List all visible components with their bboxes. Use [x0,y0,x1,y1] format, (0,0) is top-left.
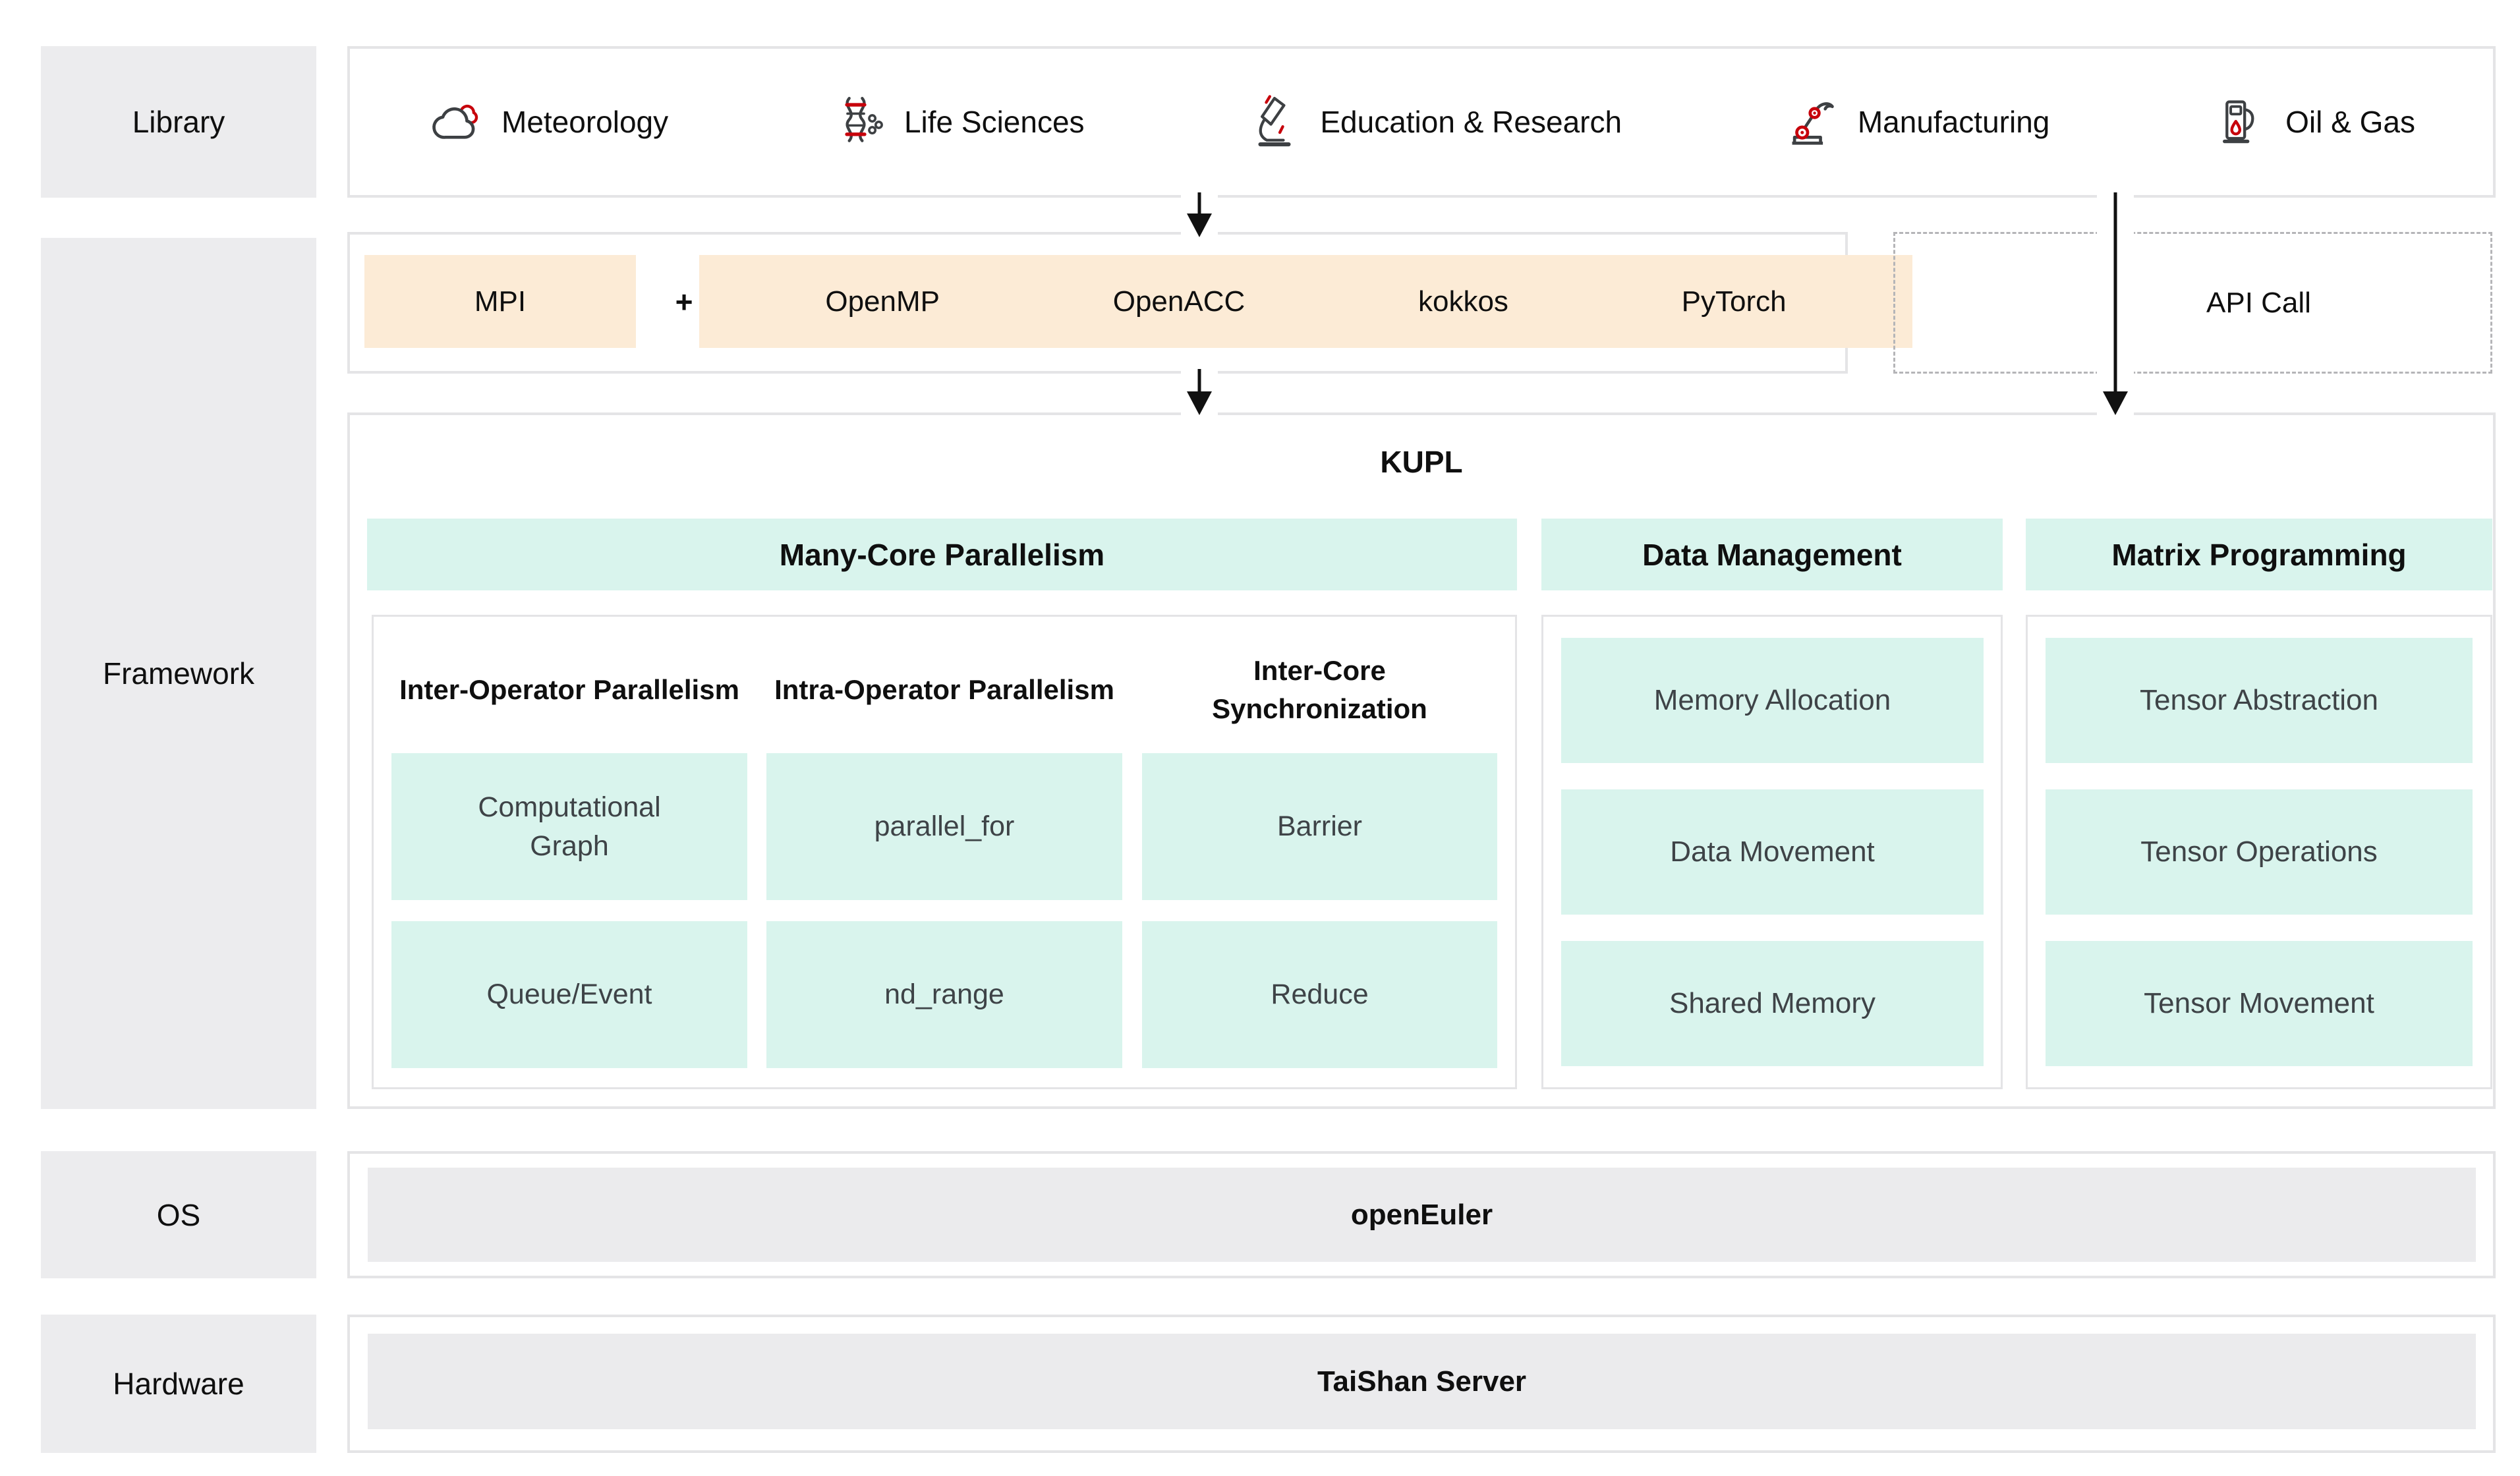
runtime-openacc: OpenACC [1112,285,1246,318]
layer-label-library: Library [41,46,316,198]
cell-parallel-for: parallel_for [766,753,1122,900]
taishan-server-bar: TaiShan Server [368,1334,2476,1429]
os-box: openEuler [347,1151,2496,1278]
layer-label-hardware: Hardware [41,1315,316,1453]
column-header-inter-operator: Inter-Operator Parallelism [399,674,739,706]
plus-sign: + [675,284,693,319]
industry-label: Life Sciences [903,105,1085,139]
section-header-data-management: Data Management [1541,519,2003,590]
fuel-pump-icon [2223,100,2254,144]
cell-shared-memory: Shared Memory [1561,941,1984,1066]
arrow-models-to-kupl [1187,391,1212,415]
industry-education-research: Education & Research [1246,94,1622,150]
robot-arm-icon [1792,102,1834,145]
library-industries-box: Meteorology Life Sciences Educ [347,46,2496,198]
column-header-intra-operator: Intra-Operator Parallelism [774,674,1114,706]
cell-reduce: Reduce [1142,921,1497,1068]
microscope-icon [1258,95,1291,147]
industry-manufacturing: Manufacturing [1784,94,2050,150]
cell-tensor-operations: Tensor Operations [2046,789,2473,915]
industry-oil-gas: Oil & Gas [2212,94,2415,150]
industry-label: Meteorology [501,105,669,139]
many-core-subbox: Inter-Operator Parallelism Intra-Operato… [372,615,1517,1089]
kupl-title: KUPL [1380,445,1463,479]
layer-label-text: Hardware [113,1367,244,1401]
layer-label-text: Library [132,105,225,139]
layer-label-os: OS [41,1151,316,1278]
matrix-programming-subbox: Tensor Abstraction Tensor Operations Ten… [2026,615,2492,1089]
api-call-label: API Call [2206,286,2311,319]
runtime-openmp: OpenMP [825,285,940,318]
hardware-box: TaiShan Server [347,1315,2496,1453]
programming-models-box: MPI + OpenMP OpenACC kokkos PyTorch [347,232,1912,374]
layer-label-text: OS [156,1197,201,1232]
layer-label-text: Framework [102,656,255,691]
cell-queue-event: Queue/Event [391,921,747,1068]
cloud-icon [432,104,478,139]
cell-tensor-abstraction: Tensor Abstraction [2046,638,2473,763]
cell-barrier: Barrier [1142,753,1497,900]
mpi-chip: MPI [364,255,636,348]
industry-meteorology: Meteorology [428,94,668,150]
cell-memory-allocation: Memory Allocation [1561,638,1984,763]
cell-nd-range: nd_range [766,921,1122,1068]
runtimes-chip: OpenMP OpenACC kokkos PyTorch [699,255,1912,348]
cell-data-movement: Data Movement [1561,789,1984,915]
kupl-box: KUPL Many-Core Parallelism Data Manageme… [347,412,2496,1109]
data-management-subbox: Memory Allocation Data Movement Shared M… [1541,615,2003,1089]
api-call-box: API Call [1893,232,2492,374]
section-header-matrix-programming: Matrix Programming [2026,519,2492,590]
section-header-many-core: Many-Core Parallelism [367,519,1517,590]
runtime-pytorch: PyTorch [1681,285,1787,318]
industry-label: Education & Research [1320,105,1622,139]
layer-label-framework: Framework [41,238,316,1109]
cell-tensor-movement: Tensor Movement [2046,941,2473,1066]
industry-label: Manufacturing [1857,105,2050,139]
dna-icon [845,97,883,142]
runtime-kokkos: kokkos [1418,285,1508,318]
cell-computational-graph: Computational Graph [391,753,747,900]
openeuler-bar: openEuler [368,1168,2476,1262]
industry-label: Oil & Gas [2285,105,2415,139]
column-header-inter-core: Inter-Core Synchronization [1212,655,1427,724]
industry-life-sciences: Life Sciences [830,94,1085,150]
arrow-api-call-to-kupl [2103,391,2128,415]
